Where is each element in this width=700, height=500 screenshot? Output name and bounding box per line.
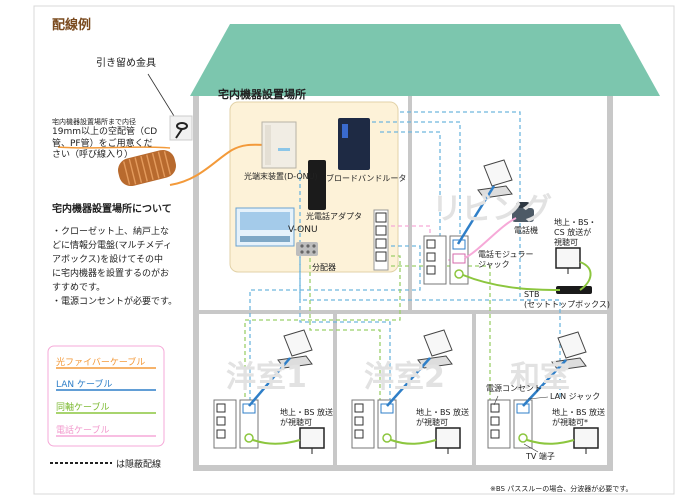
conduit-line-3: 管、PF管）をご用意くだ [52, 138, 153, 149]
hook-pointer [147, 73, 175, 117]
stb-label: STB (セットトップボックス) [524, 290, 610, 310]
onu-label: 光端末装置(D-ONU) [244, 172, 318, 181]
room1-tv-line-2: が視聴可 [280, 418, 312, 427]
phone-adapter [308, 160, 326, 210]
room-label-yoshitsu1: 洋室1 [226, 360, 307, 395]
coax-stb [462, 274, 561, 291]
phone-adapter-label: 光電話アダプタ [306, 212, 362, 221]
room1-wall-plate [213, 399, 259, 449]
washitsu-tv [573, 427, 599, 454]
bs-cs-line-1: 地上・BS・ [554, 218, 597, 227]
notes-line-4: に宅内機器を設置するのがお [52, 268, 170, 279]
telephone [512, 202, 534, 222]
coax-room2 [390, 439, 437, 445]
washitsu-tv-line-1: 地上・BS 放送 [552, 408, 605, 417]
modular-jack-label: 電話モジュラー ジャック [478, 250, 533, 270]
phone-cable-living [464, 217, 517, 259]
legend-hidden: は隠蔽配線 [116, 460, 162, 470]
vonu-panel [235, 207, 295, 247]
lan-room1 [248, 357, 291, 407]
fiber-to-onu [169, 143, 271, 186]
phone-label: 電話機 [514, 226, 538, 235]
notes-line-3: アボックス)を設けてその中 [52, 254, 163, 265]
room1-tv-label: 地上・BS 放送 が視聴可 [280, 408, 333, 428]
modular-jack-line-1: 電話モジュラー [478, 250, 534, 259]
room1-tv-line-1: 地上・BS 放送 [280, 408, 333, 417]
living-tv [555, 247, 581, 274]
lan-room2 [386, 357, 431, 407]
broadband-router [338, 118, 370, 170]
bs-cs-line-2: CS 放送が [554, 228, 592, 237]
living-laptop [477, 159, 513, 199]
room-label-washitsu: 和室 [510, 360, 570, 395]
router-label: ブロードバンドルータ [326, 174, 407, 183]
legend-box [47, 345, 165, 447]
room2-tv-line-1: 地上・BS 放送 [416, 408, 469, 417]
notes-heading: 宅内機器設置場所について [52, 204, 172, 215]
lan-living [456, 185, 496, 245]
hook-hardware [169, 115, 193, 141]
pointer-tv-terminal [523, 443, 539, 453]
room-label-living: リビング [432, 192, 552, 227]
house-outer-wall [193, 96, 613, 471]
lan-washitsu [522, 359, 567, 407]
washitsu-tv-line-2: が視聴可* [552, 418, 588, 427]
room2-tv [435, 427, 461, 454]
room1-laptop [277, 329, 313, 369]
notes-line-5: すすめです。 [52, 282, 106, 293]
fiber-to-conduit [57, 146, 171, 149]
legend-fiber: 光ファイバーケーブル [56, 358, 146, 368]
coax-room1 [252, 439, 301, 445]
equipment-area-label: 宅内機器設置場所 [218, 88, 306, 101]
legend-lan: LAN ケーブル [56, 380, 113, 390]
pointer-power-outlet [493, 395, 499, 406]
legend-coax: 同軸ケーブル [56, 403, 110, 413]
notes-body-2: ・電源コンセントが必要です。 [52, 297, 178, 307]
room2-wall-plate [351, 399, 397, 449]
notes-line-2: どに情報分電盤(マルチメディ [52, 240, 172, 251]
coax-washitsu [526, 439, 575, 445]
equipment-outlets [373, 209, 389, 271]
conduit-note: 宅内機器設置場所まで内径 19mm以上の空配管（CD 管、PF管）をご用意くだ … [52, 118, 157, 162]
page-title: 配線例 [52, 18, 92, 33]
living-wall-plate [423, 235, 469, 285]
conduit-line-1: 宅内機器設置場所まで内径 [52, 118, 136, 126]
bs-cs-line-3: 視聴可 [554, 238, 578, 247]
room2-tv-line-2: が視聴可 [416, 418, 448, 427]
stb-line-2: (セットトップボックス) [524, 300, 611, 309]
legend-phone: 電話ケーブル [56, 426, 110, 436]
pointer-lan-jack [527, 396, 549, 400]
room-label-yoshitsu2: 洋室2 [364, 360, 445, 395]
conduit-line-4: さい（呼び線入り） [52, 150, 134, 161]
washitsu-tv-label: 地上・BS 放送 が視聴可* [552, 408, 605, 428]
stb-line-1: STB [524, 290, 540, 299]
modular-jack-line-2: ジャック [478, 260, 510, 269]
vonu-label: V-ONU [288, 225, 318, 235]
power-outlet-label: 電源コンセント [486, 384, 542, 393]
lan-jack-label: LAN ジャック [550, 392, 601, 401]
onu-device [261, 121, 297, 169]
footnote: ※BS パススルーの場合、分波器が必要です。 [490, 485, 633, 493]
notes-line-1: ・クローゼット上、納戸上な [52, 227, 170, 237]
splitter-device [296, 242, 318, 256]
conduit-line-2: 19mm以上の空配管（CD [52, 127, 158, 138]
washitsu-wall-plate [487, 399, 533, 449]
house-roof [190, 24, 660, 96]
hook-label: 引き留め金具 [96, 58, 156, 69]
splitter-label: 分配器 [312, 263, 336, 272]
conduit-coil [118, 149, 176, 187]
tv-terminal-label: TV 端子 [526, 452, 555, 461]
room1-tv [299, 427, 325, 454]
notes-body-1: ・クローゼット上、納戸上な どに情報分電盤(マルチメディ アボックス)を設けてそ… [52, 226, 172, 296]
bs-cs-tv-label: 地上・BS・ CS 放送が 視聴可 [554, 218, 596, 248]
room2-tv-label: 地上・BS 放送 が視聴可 [416, 408, 469, 428]
coax-tv-living [579, 261, 592, 291]
